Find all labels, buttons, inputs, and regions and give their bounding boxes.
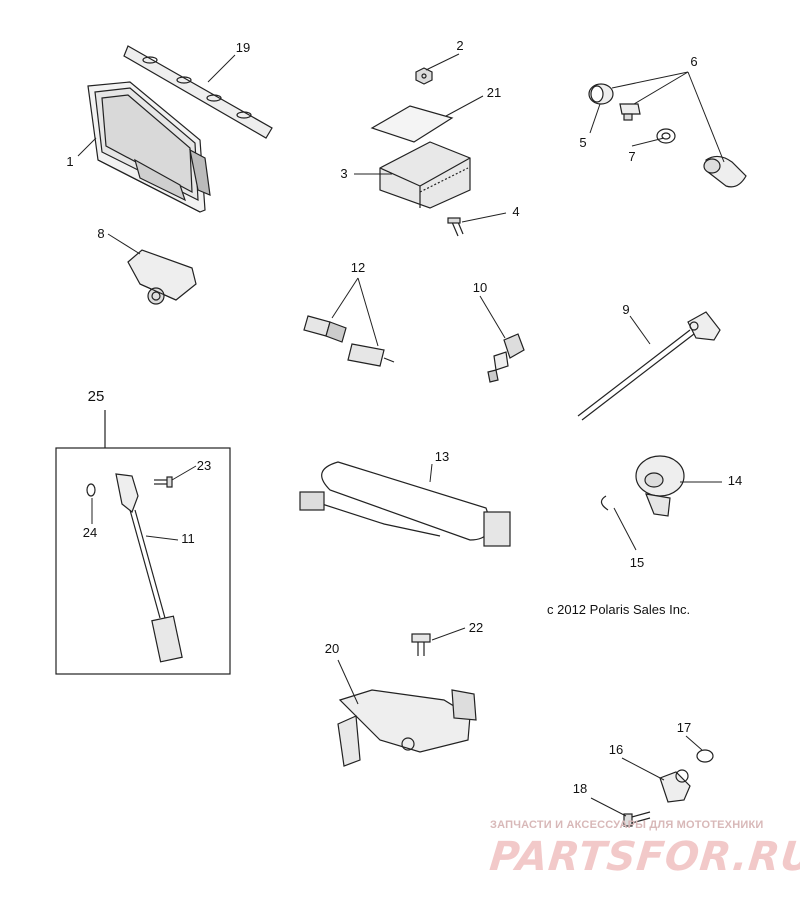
leader-lines xyxy=(77,53,725,817)
callout-16: 16 xyxy=(608,742,624,757)
callout-12: 12 xyxy=(350,260,366,275)
seal-ring-part xyxy=(696,749,714,763)
elbow-fitting-part xyxy=(659,769,691,803)
ecu-module-part xyxy=(87,81,211,213)
map-sensor-part xyxy=(127,249,197,305)
callout-5: 5 xyxy=(579,135,587,150)
o-ring-part xyxy=(86,483,96,497)
callout-22: 22 xyxy=(468,620,484,635)
callout-13: 13 xyxy=(434,449,450,464)
bracket-part xyxy=(123,45,273,139)
clip-part xyxy=(619,103,641,121)
callout-2: 2 xyxy=(456,38,464,53)
knock-sensor-part xyxy=(635,455,685,517)
callout-20: 20 xyxy=(324,641,340,656)
callout-6: 6 xyxy=(690,54,698,69)
kit-box xyxy=(55,447,231,675)
callout-24: 24 xyxy=(82,525,98,540)
washer-part xyxy=(656,128,676,144)
callout-7: 7 xyxy=(628,149,636,164)
callout-8: 8 xyxy=(97,226,105,241)
mounting-screw-part xyxy=(411,633,431,656)
cap-part xyxy=(588,83,614,105)
crank-sensor-part xyxy=(577,311,721,421)
callout-3: 3 xyxy=(340,166,348,181)
callout-10: 10 xyxy=(472,280,488,295)
screw-part xyxy=(154,476,173,488)
gasket-part xyxy=(370,105,454,143)
callout-11: 11 xyxy=(181,531,195,546)
callout-17: 17 xyxy=(676,720,692,735)
callout-23: 23 xyxy=(196,458,212,473)
relay-box-part xyxy=(379,141,471,209)
retaining-clip-part xyxy=(600,495,609,511)
watermark-logo: PARTSFOR.RU xyxy=(487,834,800,880)
callout-25: 25 xyxy=(87,388,105,405)
temperature-sensor-part xyxy=(487,333,525,383)
copyright-text: c 2012 Polaris Sales Inc. xyxy=(547,602,691,617)
nut-part xyxy=(415,67,433,85)
idle-valve-part xyxy=(337,689,477,767)
callout-1: 1 xyxy=(66,154,74,169)
callout-21: 21 xyxy=(486,85,502,100)
harness-part xyxy=(299,461,511,547)
callout-18: 18 xyxy=(572,781,588,796)
fitting-bolt-part xyxy=(623,811,651,827)
callout-4: 4 xyxy=(512,204,520,219)
watermark-subtitle: ЗАПЧАСТИ И АКСЕССУАРЫ ДЛЯ МОТОТЕХНИКИ xyxy=(490,819,764,831)
pigtail-sensor-part xyxy=(115,473,183,663)
callout-14: 14 xyxy=(727,473,743,488)
sensor-connector-part xyxy=(703,155,747,188)
callout-15: 15 xyxy=(629,555,645,570)
callout-19: 19 xyxy=(235,40,251,55)
callout-9: 9 xyxy=(622,302,630,317)
plug-part xyxy=(303,315,395,367)
bolt-part xyxy=(447,217,464,237)
